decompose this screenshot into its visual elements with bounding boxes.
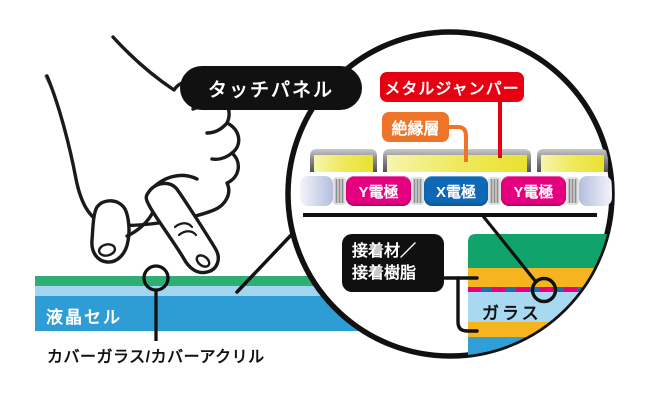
- partial-electrode-left: [300, 176, 333, 206]
- insulation-leader: [448, 125, 468, 162]
- metal-jumper-label: メタルジャンパー: [384, 81, 520, 98]
- lens-callout-line: [235, 230, 296, 294]
- y-electrode-right: Y電極: [501, 176, 566, 206]
- adhesive-layer: [35, 286, 420, 296]
- stack-bottom-layer: [468, 337, 612, 356]
- knuckle-crease: [177, 230, 198, 237]
- stack-electrode-stripe: [468, 287, 612, 292]
- touch-panel-callout: タッチパネル: [180, 66, 362, 110]
- insulation-bar: [541, 155, 604, 172]
- touch-point-circle: [142, 264, 170, 292]
- index-nail: [195, 254, 211, 268]
- electrode-row: [300, 176, 612, 206]
- adhesive-bracket: [443, 276, 479, 333]
- adhesive-tag: 接着材／ 接着樹脂: [342, 234, 444, 292]
- thumb-nail: [97, 243, 117, 257]
- lcd-cell-label: 液晶セル: [46, 308, 122, 327]
- insulation-tag: 絶縁層: [382, 112, 449, 142]
- y-electrode-right-label: Y電極: [513, 183, 554, 201]
- x-electrode: X電極: [424, 176, 488, 206]
- partial-electrode-right: [579, 176, 612, 206]
- thumb: [90, 199, 131, 264]
- y-electrode-left-label: Y電極: [358, 183, 399, 201]
- cover-glass-layer: [35, 276, 420, 286]
- stripe-detail-circle: [530, 276, 558, 304]
- finger-fold-line: [205, 121, 229, 135]
- touch-panel-label: タッチパネル: [207, 79, 334, 101]
- adhesive-label-line2: 接着樹脂: [352, 265, 417, 282]
- index-finger: [144, 181, 220, 275]
- insulation-bar: [387, 155, 527, 172]
- finger-fold-line: [210, 151, 234, 161]
- x-electrode-label: X電極: [435, 183, 476, 201]
- electrode-connectors: [333, 177, 579, 205]
- insulation-bar: [314, 155, 373, 172]
- thumb-web-line: [125, 210, 155, 238]
- insulation-label: 絶縁層: [391, 121, 440, 138]
- knuckle-crease: [173, 222, 194, 229]
- adhesive-label-line1: 接着材／: [352, 243, 417, 261]
- sensor-base-line: [303, 213, 597, 217]
- stack-green-layer: [468, 234, 612, 268]
- cover-glass-annotation: [142, 264, 170, 341]
- y-electrode-left: Y電極: [346, 176, 411, 206]
- metal-jumper-tag: メタルジャンパー: [380, 72, 524, 102]
- glass-label: ガラス: [482, 304, 542, 323]
- cover-glass-caption: カバーガラス/カバーアクリル: [47, 349, 265, 366]
- stripe-callout-line: [481, 214, 538, 284]
- sensor-bars: [310, 149, 608, 172]
